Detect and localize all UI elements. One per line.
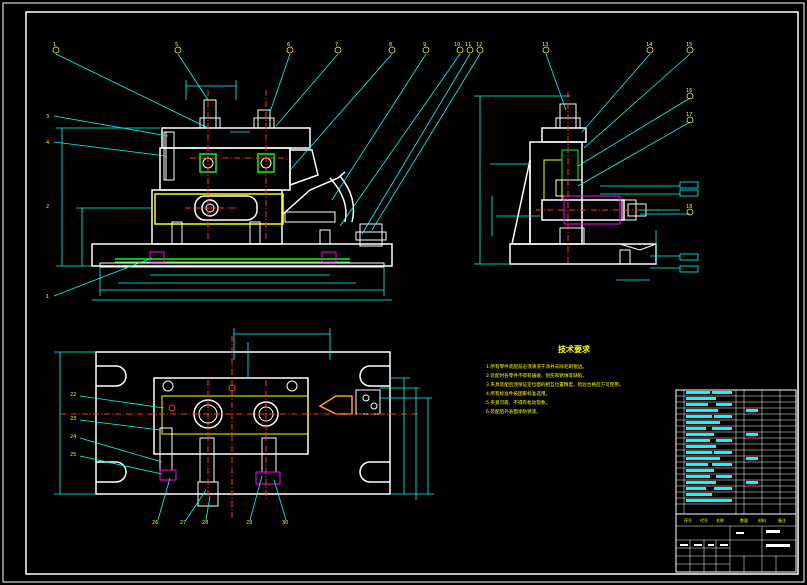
- balloon-plan-29: 29: [246, 520, 252, 526]
- balloon-plan-22: 22: [70, 392, 76, 398]
- balloon-side-17: 17: [686, 112, 692, 118]
- balloon-left-1: 1: [46, 294, 49, 300]
- note-line-2: 2.装配时各零件不得有磕碰、划伤和锈蚀等缺陷。: [486, 372, 587, 379]
- side-view: [474, 53, 699, 281]
- note-line-6: 6.装配后外表面涂防锈漆。: [486, 408, 541, 415]
- balloon-plan-28: 28: [202, 520, 208, 526]
- balloon-plan-26: 26: [152, 520, 158, 526]
- balloon-side-14: 14: [646, 42, 652, 48]
- balloon-side-15: 15: [686, 42, 692, 48]
- balloon-plan-23: 23: [70, 416, 76, 422]
- balloons: [52, 46, 694, 216]
- balloon-left-2: 2: [46, 204, 49, 210]
- note-line-3: 3.夹具装配后须保证定位面的相互位置精度，检验合格后方可使用。: [486, 381, 624, 388]
- balloon-top-7: 7: [335, 42, 338, 48]
- title-block: 序号 代号 名称 数量 材料 备注: [675, 389, 797, 573]
- balloon-side-18: 18: [686, 204, 692, 210]
- balloon-plan-30: 30: [282, 520, 288, 526]
- header-material: 材料: [758, 517, 766, 523]
- header-remark: 备注: [778, 517, 786, 523]
- note-line-4: 4.所有标准件按国家标准选用。: [486, 390, 550, 397]
- header-code: 代号: [700, 517, 708, 523]
- balloon-top-8: 8: [389, 42, 392, 48]
- balloon-left-4: 4: [46, 140, 49, 146]
- inner-frame: [25, 11, 799, 575]
- balloon-top-12: 12: [476, 42, 482, 48]
- note-line-5: 5.夹紧可靠，不得有松动现象。: [486, 399, 550, 406]
- balloon-plan-27: 27: [180, 520, 186, 526]
- balloon-left-3: 3: [46, 114, 49, 120]
- balloon-top-1: 1: [53, 42, 56, 48]
- balloon-plan-25: 25: [70, 452, 76, 458]
- balloon-top-10: 10: [454, 42, 460, 48]
- balloon-side-16: 16: [686, 88, 692, 94]
- header-seq: 序号: [684, 517, 692, 523]
- front-view: [53, 53, 481, 301]
- notes-title: 技术要求: [558, 344, 591, 354]
- balloon-top-5: 5: [175, 42, 178, 48]
- header-name: 名称: [716, 517, 724, 523]
- technical-notes: 技术要求 1.所有零件装配前必须清洗干净并去除毛刺锐边。 2.装配时各零件不得有…: [486, 344, 624, 415]
- balloon-top-11: 11: [465, 42, 471, 48]
- balloon-side-13: 13: [542, 42, 548, 48]
- note-line-1: 1.所有零件装配前必须清洗干净并去除毛刺锐边。: [486, 363, 587, 370]
- balloon-plan-24: 24: [70, 434, 76, 440]
- balloon-top-9: 9: [423, 42, 426, 48]
- plan-view: [54, 328, 434, 521]
- header-qty: 数量: [740, 517, 748, 523]
- balloon-labels: 1 5 6 7 8 9 10 11 12 13 14 15 16 17 18 3…: [46, 42, 692, 526]
- balloon-top-6: 6: [287, 42, 290, 48]
